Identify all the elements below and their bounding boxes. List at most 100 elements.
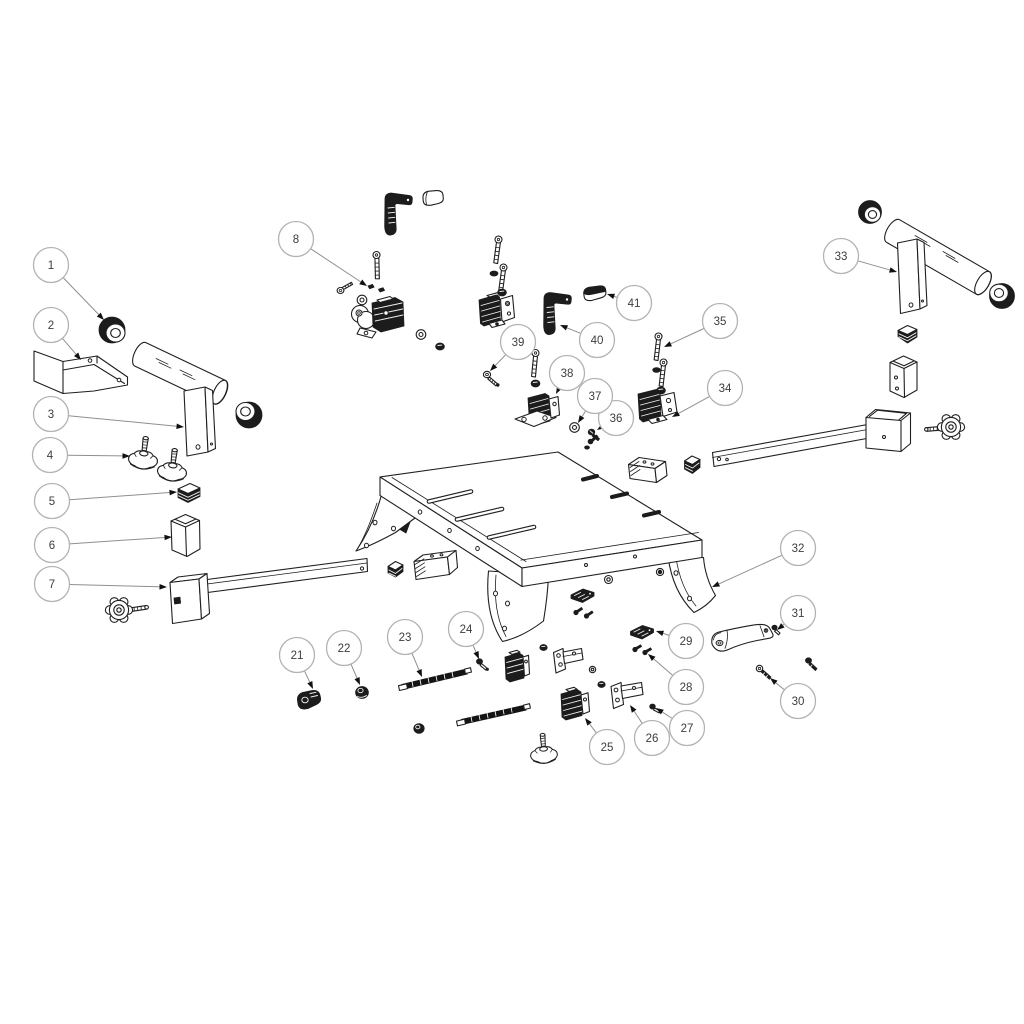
part-set-screw-39	[482, 370, 500, 387]
callout-number: 1	[48, 260, 54, 272]
leader-arrow-icon	[656, 630, 665, 637]
callout-number: 5	[49, 496, 55, 508]
part-nut-dark-e	[539, 644, 548, 651]
callout-balloon	[325, 629, 363, 667]
part-end-plug-dark-left	[387, 560, 404, 578]
callout-22: 22	[325, 629, 363, 685]
callout-balloon	[31, 436, 69, 474]
part-washer-a	[356, 294, 368, 306]
part-end-cap-round-left-lower	[235, 401, 263, 429]
callout-balloon	[33, 526, 71, 564]
callout-number: 34	[719, 383, 732, 395]
callout-balloon	[32, 395, 70, 433]
callout-balloon	[278, 636, 316, 674]
callout-number: 6	[49, 540, 55, 552]
callout-29: 29	[656, 622, 705, 660]
callout-number: 40	[591, 335, 604, 347]
part-set-screw-24	[476, 658, 489, 671]
part-washer-dark-b	[489, 270, 499, 277]
leader-arrow-icon	[307, 681, 313, 689]
callout-balloon	[447, 610, 485, 648]
callout-6: 6	[33, 526, 172, 564]
part-screw-above-table	[584, 434, 599, 450]
callout-40: 40	[560, 321, 616, 359]
callout-number: 21	[291, 650, 304, 662]
leader-arrow-icon	[73, 352, 81, 360]
callout-balloon	[32, 246, 70, 284]
callout-number: 3	[48, 409, 54, 421]
part-end-plug-right	[897, 324, 918, 344]
part-lever-cap-left	[422, 190, 444, 206]
leader-arrow-icon	[585, 718, 592, 726]
callout-3: 3	[32, 395, 184, 433]
callout-2: 2	[32, 306, 81, 360]
part-clamp-assembly-38	[514, 393, 561, 428]
leader-arrow-icon	[664, 341, 672, 347]
part-set-screw-30	[755, 664, 772, 680]
part-mount-bracket	[33, 350, 129, 395]
callout-31: 31	[777, 594, 817, 632]
part-washer-37	[569, 422, 580, 433]
part-screws-pair-28	[632, 644, 652, 656]
callout-balloon	[779, 594, 817, 632]
leader-arrow-icon	[770, 678, 778, 685]
callout-number: 33	[835, 251, 848, 263]
callout-balloon	[32, 306, 70, 344]
leader-arrow-icon	[96, 312, 104, 320]
callout-number: 30	[792, 696, 805, 708]
part-support-arm-left	[169, 557, 369, 625]
callout-26: 26	[630, 705, 671, 757]
part-end-cap-round-right-lower	[989, 283, 1015, 309]
callout-balloon	[667, 622, 705, 660]
part-lock-knob-arm-left	[104, 597, 149, 623]
part-clamp-block-24	[504, 649, 531, 683]
callout-5: 5	[33, 482, 177, 520]
part-sleeve-left	[170, 513, 201, 558]
callout-number: 36	[610, 413, 623, 425]
callout-balloon	[33, 482, 71, 520]
callout-35: 35	[664, 302, 739, 347]
part-set-screw-31	[771, 624, 781, 636]
callout-balloon	[548, 354, 586, 392]
part-clamp-assembly-34	[637, 389, 678, 425]
callout-number: 8	[293, 234, 299, 246]
part-support-arm-right	[711, 408, 912, 468]
leader-arrow-icon	[607, 293, 616, 300]
callout-number: 28	[680, 682, 693, 694]
callout-number: 27	[681, 723, 694, 735]
part-end-plug-left	[177, 482, 201, 503]
callout-39: 39	[490, 323, 537, 371]
callout-number: 32	[792, 543, 805, 555]
callout-number: 22	[338, 643, 351, 655]
part-nut-dark-a	[435, 342, 445, 351]
part-end-cap-round-right-upper	[858, 200, 882, 224]
callout-balloon	[33, 565, 71, 603]
leader-arrow-icon	[359, 279, 367, 286]
leader-arrow-icon	[416, 669, 422, 677]
part-lock-knob-arm-right	[924, 414, 966, 440]
part-end-plug-dark-right	[683, 455, 701, 474]
leader-arrow-icon	[578, 415, 585, 423]
part-lock-nut-rod	[413, 723, 425, 734]
part-angle-bracket-upper	[552, 647, 584, 674]
callout-number: 26	[646, 733, 659, 745]
callout-23: 23	[386, 618, 424, 677]
leader-arrow-icon	[169, 489, 177, 496]
callout-number: 41	[628, 298, 641, 310]
leader-arrow-icon	[712, 581, 720, 587]
callout-balloon	[667, 668, 705, 706]
callout-30: 30	[770, 678, 817, 720]
leader-arrow-icon	[164, 534, 172, 541]
part-table-leg-front	[487, 570, 550, 643]
part-set-screw-30b	[805, 657, 818, 671]
part-table-leg-right	[667, 555, 717, 614]
table-apron-right	[521, 539, 703, 588]
callout-34: 34	[672, 369, 744, 417]
callout-1: 1	[32, 246, 104, 320]
callout-balloon	[779, 682, 817, 720]
callout-number: 25	[601, 742, 614, 754]
part-mount-tube-left	[413, 549, 459, 581]
leader-arrow-icon	[672, 410, 680, 417]
callout-number: 7	[49, 579, 55, 591]
leader-arrow-icon	[777, 623, 785, 630]
